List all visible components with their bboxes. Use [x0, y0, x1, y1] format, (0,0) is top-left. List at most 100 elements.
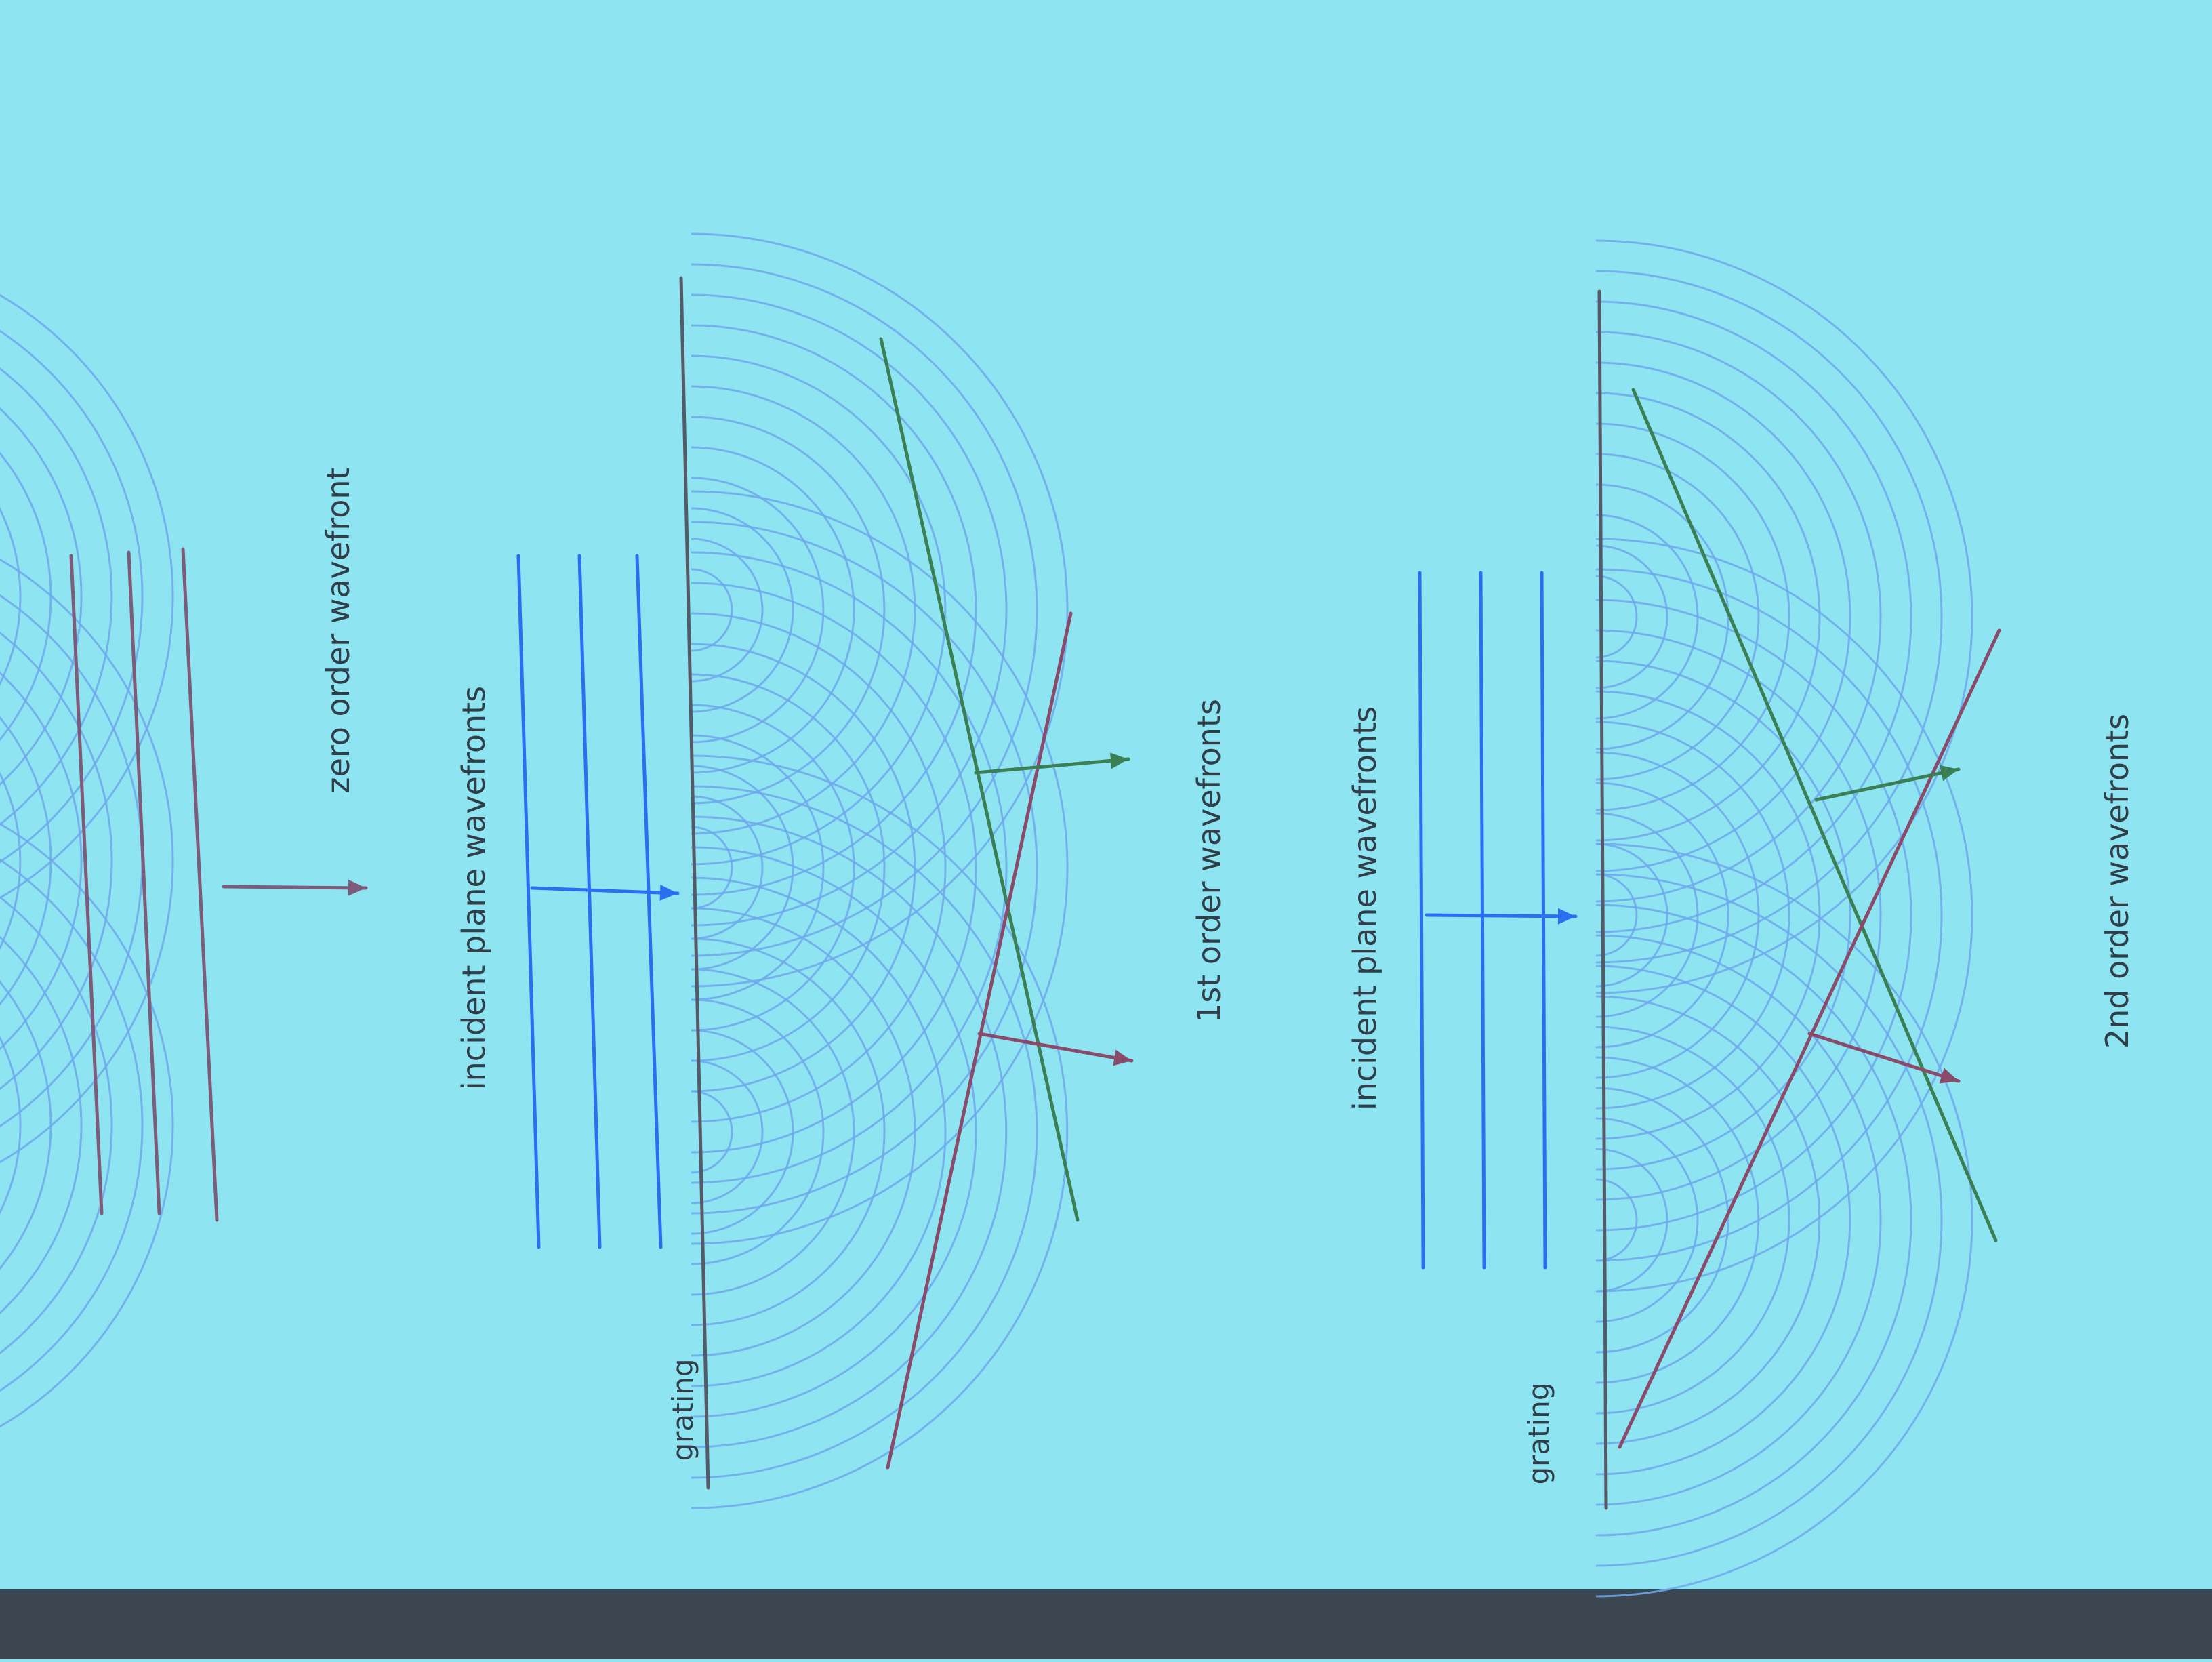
zero-order-wavefront-line: [69, 554, 104, 1215]
grating1-arc: [691, 785, 1038, 1479]
grating1-arc: [691, 1090, 733, 1174]
zero-order-arrow-head: [348, 879, 366, 896]
grating2-arc: [1595, 904, 1912, 1537]
grating1-arc: [691, 826, 733, 910]
grating1-arc: [691, 416, 886, 805]
second-order-arrow-a-head: [1940, 765, 1959, 782]
grating2-arc: [1595, 1148, 1668, 1293]
incident-wavefront-line: [516, 554, 541, 1249]
grating1-arc: [691, 293, 1008, 927]
first-order-wavefront-a: [879, 337, 1080, 1222]
top-diffraction-arc: [0, 632, 113, 1090]
grating1-arc: [691, 232, 1069, 988]
grating1-arc: [691, 765, 794, 971]
grating1-arc: [691, 937, 886, 1326]
top-diffraction-arc: [0, 594, 144, 1128]
first-order-label: 1st order wavefronts: [1191, 699, 1227, 1023]
top-diffraction-arc: [0, 935, 83, 1315]
incident-arrow-1-head: [659, 885, 678, 901]
grating2-arc: [1595, 812, 1699, 1018]
grating1-arc: [691, 815, 1008, 1448]
incident-wavefront-line-2: [1540, 571, 1547, 1270]
first-order-arrow-b: [977, 1032, 1134, 1063]
grating1-arc: [691, 490, 1069, 1245]
grating1-arc: [691, 612, 947, 1123]
grating2-arc: [1595, 965, 1851, 1476]
top-diffraction-arc: [0, 771, 22, 950]
top-diffraction-arc: [0, 858, 144, 1392]
incident-wavefront-line: [577, 554, 602, 1249]
incident-label-1: incident plane wavefronts: [455, 686, 492, 1090]
first-order-arrow-b-head: [1113, 1049, 1132, 1066]
grating2-arc: [1595, 239, 1973, 994]
incident-wavefront-line-2: [1418, 571, 1425, 1270]
grating2-arc: [1595, 1117, 1699, 1323]
grating2-arc: [1595, 873, 1943, 1567]
first-order-arrow-a-head: [1110, 752, 1128, 769]
second-order-arrow-a: [1814, 767, 1961, 802]
incident-wavefront-line-2: [1479, 571, 1486, 1270]
grating-label-1: grating: [666, 1358, 699, 1461]
grating1-arc: [691, 968, 855, 1296]
top-diffraction-arc: [0, 671, 83, 1051]
grating1-arc: [691, 673, 886, 1062]
grating2-arc: [1595, 690, 1821, 1140]
grating2-arc: [1595, 995, 1821, 1445]
top-diffraction-arc: [0, 507, 22, 686]
grating2-arc: [1595, 331, 1882, 903]
grating-label-2: grating: [1522, 1382, 1555, 1484]
grating2-arc: [1595, 843, 1668, 988]
grating1-arc: [691, 477, 825, 744]
incident-wavefront-line: [635, 554, 663, 1249]
grating1-arc: [691, 324, 977, 896]
grating1-arc: [691, 521, 1038, 1215]
grating-line-2: [1597, 289, 1608, 1510]
grating1-arc: [691, 385, 916, 835]
grating2-arc: [1595, 538, 1973, 1293]
grating2-arc: [1595, 599, 1912, 1232]
grating1-arc: [691, 998, 825, 1265]
grating-line-1: [679, 276, 710, 1490]
second-order-label: 2nd order wavefronts: [2099, 714, 2135, 1049]
grating2-arc: [1595, 422, 1790, 811]
grating1-arc: [691, 1029, 794, 1235]
grating2-arc: [1595, 873, 1638, 957]
grating1-arc: [691, 876, 947, 1387]
first-order-arrow-a: [974, 757, 1130, 775]
grating2-arc: [1595, 453, 1760, 781]
incident-arrow-1: [530, 886, 680, 895]
zero-order-wavefront-line: [181, 547, 219, 1222]
grating2-arc: [1595, 629, 1882, 1201]
grating1-arc: [691, 734, 825, 1001]
grating2-arc: [1595, 660, 1851, 1171]
top-diffraction-arc: [0, 558, 174, 1164]
grating2-arc: [1595, 1178, 1638, 1262]
grating1-arc: [691, 795, 764, 940]
grating2-arc: [1595, 575, 1638, 659]
wavefront-lines: [69, 276, 2001, 1510]
grating2-arc: [1595, 544, 1668, 689]
grating2-arc: [1595, 514, 1699, 720]
top-diffraction-arc: [0, 293, 174, 899]
incident-arrow-2: [1425, 913, 1578, 918]
grating2-arc: [1595, 934, 1882, 1506]
top-diffraction-arc: [0, 407, 83, 786]
second-order-arrow-b: [1807, 1032, 1961, 1083]
grating2-arc: [1595, 1026, 1790, 1415]
grating2-arc: [1595, 1087, 1729, 1354]
grating2-arc: [1595, 568, 1943, 1262]
screen-bezel: [0, 1589, 2212, 1659]
grating2-arc: [1595, 270, 1943, 964]
diffraction-circles: [0, 232, 1973, 1598]
top-diffraction-arc: [0, 822, 174, 1428]
top-diffraction-arc: [0, 329, 144, 864]
grating1-arc: [691, 568, 733, 652]
zero-order-label: zero order wavefront: [320, 467, 356, 793]
grating2-arc: [1595, 483, 1729, 750]
grating1-arc: [691, 354, 947, 866]
grating1-arc: [691, 907, 916, 1357]
grating2-arc: [1595, 843, 1973, 1598]
grating2-arc: [1595, 1056, 1760, 1384]
